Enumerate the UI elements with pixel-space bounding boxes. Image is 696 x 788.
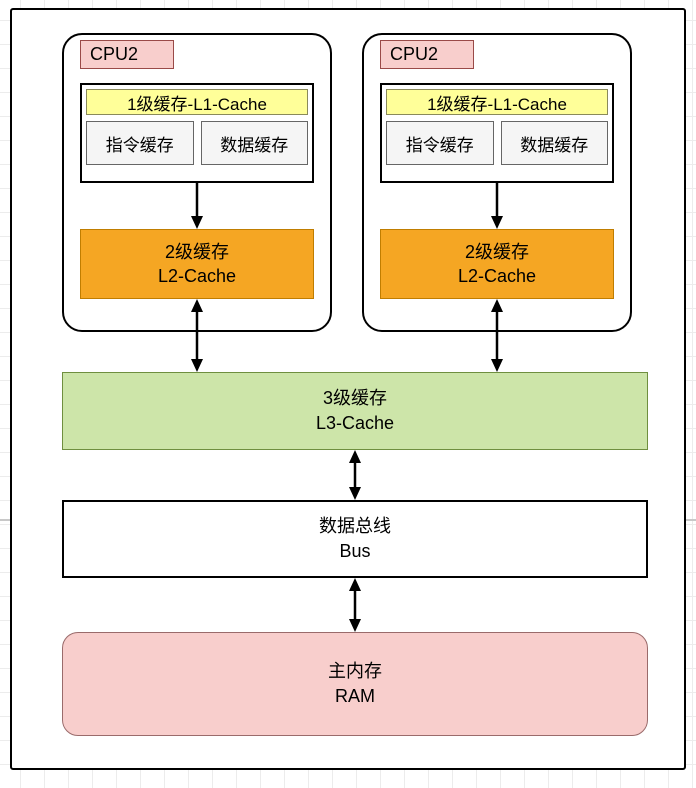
instruction-cache-box: 指令缓存 bbox=[386, 121, 494, 165]
arrow-l1-l2-right bbox=[488, 183, 506, 229]
l2-cache-line2: L2-Cache bbox=[457, 266, 537, 286]
data-cache-box: 数据缓存 bbox=[500, 121, 608, 165]
l1-cache-title: 1级缓存-L1-Cache bbox=[86, 89, 308, 115]
l1-cache-box: 1级缓存-L1-Cache 指令缓存 数据缓存 bbox=[80, 83, 314, 183]
arrow-l2-l3-right bbox=[488, 299, 506, 372]
arrow-bus-ram bbox=[346, 578, 364, 632]
bus-line2: Bus bbox=[339, 541, 371, 561]
l2-cache-line1: 2级缓存 bbox=[164, 242, 229, 262]
down-arrow-icon bbox=[491, 183, 503, 229]
cpu-label: CPU2 bbox=[380, 40, 474, 69]
l2-cache-line2: L2-Cache bbox=[157, 266, 237, 286]
page-break-dash-right bbox=[686, 519, 696, 521]
cpu-node-left: CPU2 1级缓存-L1-Cache 指令缓存 数据缓存 2级缓存 L2-Cac… bbox=[62, 33, 332, 332]
l2-cache-line1: 2级缓存 bbox=[464, 242, 529, 262]
l1-cache-row: 指令缓存 数据缓存 bbox=[86, 121, 308, 165]
l2-cache-box: 2级缓存 L2-Cache bbox=[380, 229, 614, 299]
arrow-l2-l3-left bbox=[188, 299, 206, 372]
l2-cache-box: 2级缓存 L2-Cache bbox=[80, 229, 314, 299]
instruction-cache-box: 指令缓存 bbox=[86, 121, 194, 165]
cpu-label-text: CPU2 bbox=[390, 44, 439, 64]
data-cache-box: 数据缓存 bbox=[200, 121, 308, 165]
ram-line2: RAM bbox=[335, 686, 375, 706]
bus-box: 数据总线 Bus bbox=[62, 500, 648, 578]
double-arrow-icon bbox=[349, 450, 361, 500]
down-arrow-icon bbox=[191, 183, 203, 229]
cpu-node-right: CPU2 1级缓存-L1-Cache 指令缓存 数据缓存 2级缓存 L2-Cac… bbox=[362, 33, 632, 332]
l3-cache-line1: 3级缓存 bbox=[322, 388, 387, 408]
ram-box: 主内存 RAM bbox=[62, 632, 648, 736]
l1-cache-title: 1级缓存-L1-Cache bbox=[386, 89, 608, 115]
l3-cache-line2: L3-Cache bbox=[315, 413, 395, 433]
double-arrow-icon bbox=[191, 299, 203, 372]
l1-cache-box: 1级缓存-L1-Cache 指令缓存 数据缓存 bbox=[380, 83, 614, 183]
page-break-dash-left bbox=[0, 519, 10, 521]
ram-line1: 主内存 bbox=[328, 661, 382, 681]
l3-cache-bar: 3级缓存 L3-Cache bbox=[62, 372, 648, 450]
cpu-label: CPU2 bbox=[80, 40, 174, 69]
cpu-label-text: CPU2 bbox=[90, 44, 139, 64]
arrow-l3-bus bbox=[346, 450, 364, 500]
arrow-l1-l2-left bbox=[188, 183, 206, 229]
bus-line1: 数据总线 bbox=[319, 516, 391, 536]
double-arrow-icon bbox=[491, 299, 503, 372]
double-arrow-icon bbox=[349, 578, 361, 632]
l1-cache-row: 指令缓存 数据缓存 bbox=[386, 121, 608, 165]
